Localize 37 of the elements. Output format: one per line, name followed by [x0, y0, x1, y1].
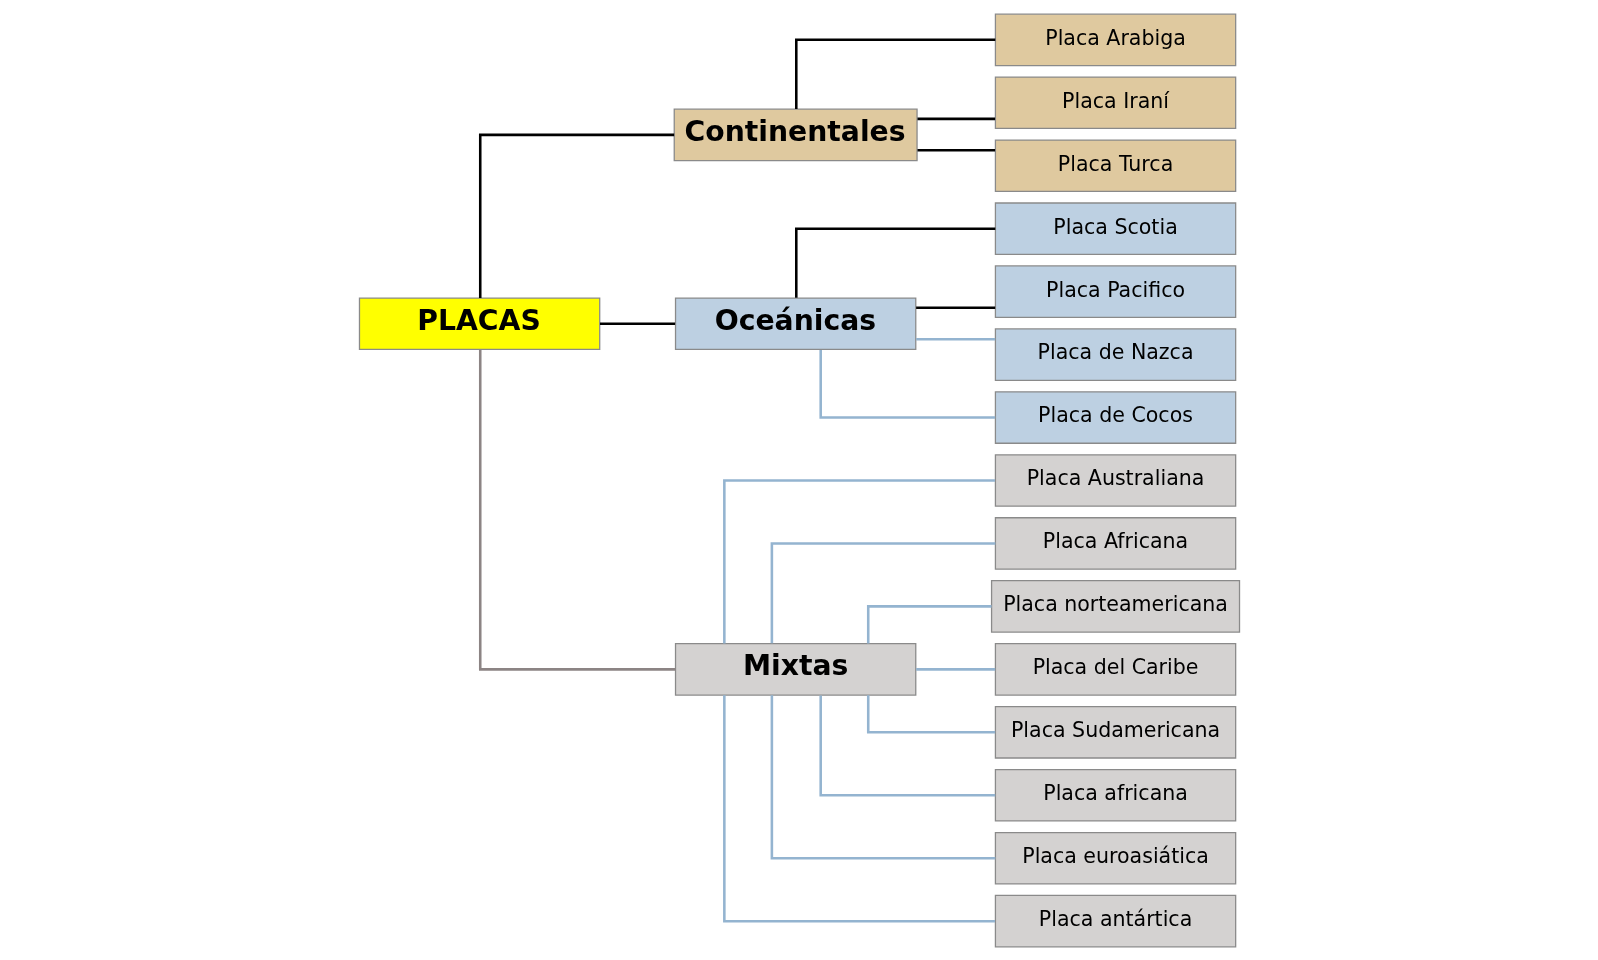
node-box: Placa de Nazca: [994, 327, 1236, 381]
connector: [915, 305, 995, 309]
connector: [818, 694, 995, 797]
connector: [478, 349, 675, 671]
connector: [866, 604, 992, 643]
node-box: PLACAS: [358, 296, 600, 350]
connector: [599, 321, 675, 325]
connector: [818, 349, 995, 419]
connector: [478, 133, 674, 298]
node-box: Placa antártica: [994, 894, 1236, 947]
node-box: Placa africana: [994, 768, 1236, 822]
connector: [722, 478, 995, 643]
connector: [794, 38, 995, 109]
connector: [915, 667, 995, 671]
node-box: Placa Scotia: [994, 201, 1236, 255]
node-box: Placa Pacifico: [994, 264, 1236, 318]
node-box: Placa de Cocos: [994, 390, 1236, 444]
connector: [915, 337, 995, 340]
node-box: Mixtas: [674, 642, 916, 696]
node-box: Placa del Caribe: [994, 642, 1236, 696]
connector: [917, 117, 995, 120]
connector: [917, 148, 995, 152]
node-box: Placa Africana: [994, 516, 1236, 570]
connector: [866, 694, 995, 734]
node-box: Placa euroasiática: [994, 831, 1236, 885]
node-box: Continentales: [673, 108, 918, 161]
node-box: Placa Turca: [994, 138, 1236, 192]
node-box: Placa Arabiga: [994, 13, 1236, 66]
connector: [722, 694, 995, 922]
node-box: Placa norteamericana: [990, 579, 1240, 633]
node-box: Placa Australiana: [994, 453, 1236, 507]
connector: [770, 541, 995, 643]
node-box: Oceánicas: [674, 296, 916, 350]
connector: [794, 226, 995, 298]
connector: [770, 694, 995, 859]
node-box: Placa Sudamericana: [994, 705, 1236, 759]
node-box: Placa Iraní: [994, 75, 1236, 129]
